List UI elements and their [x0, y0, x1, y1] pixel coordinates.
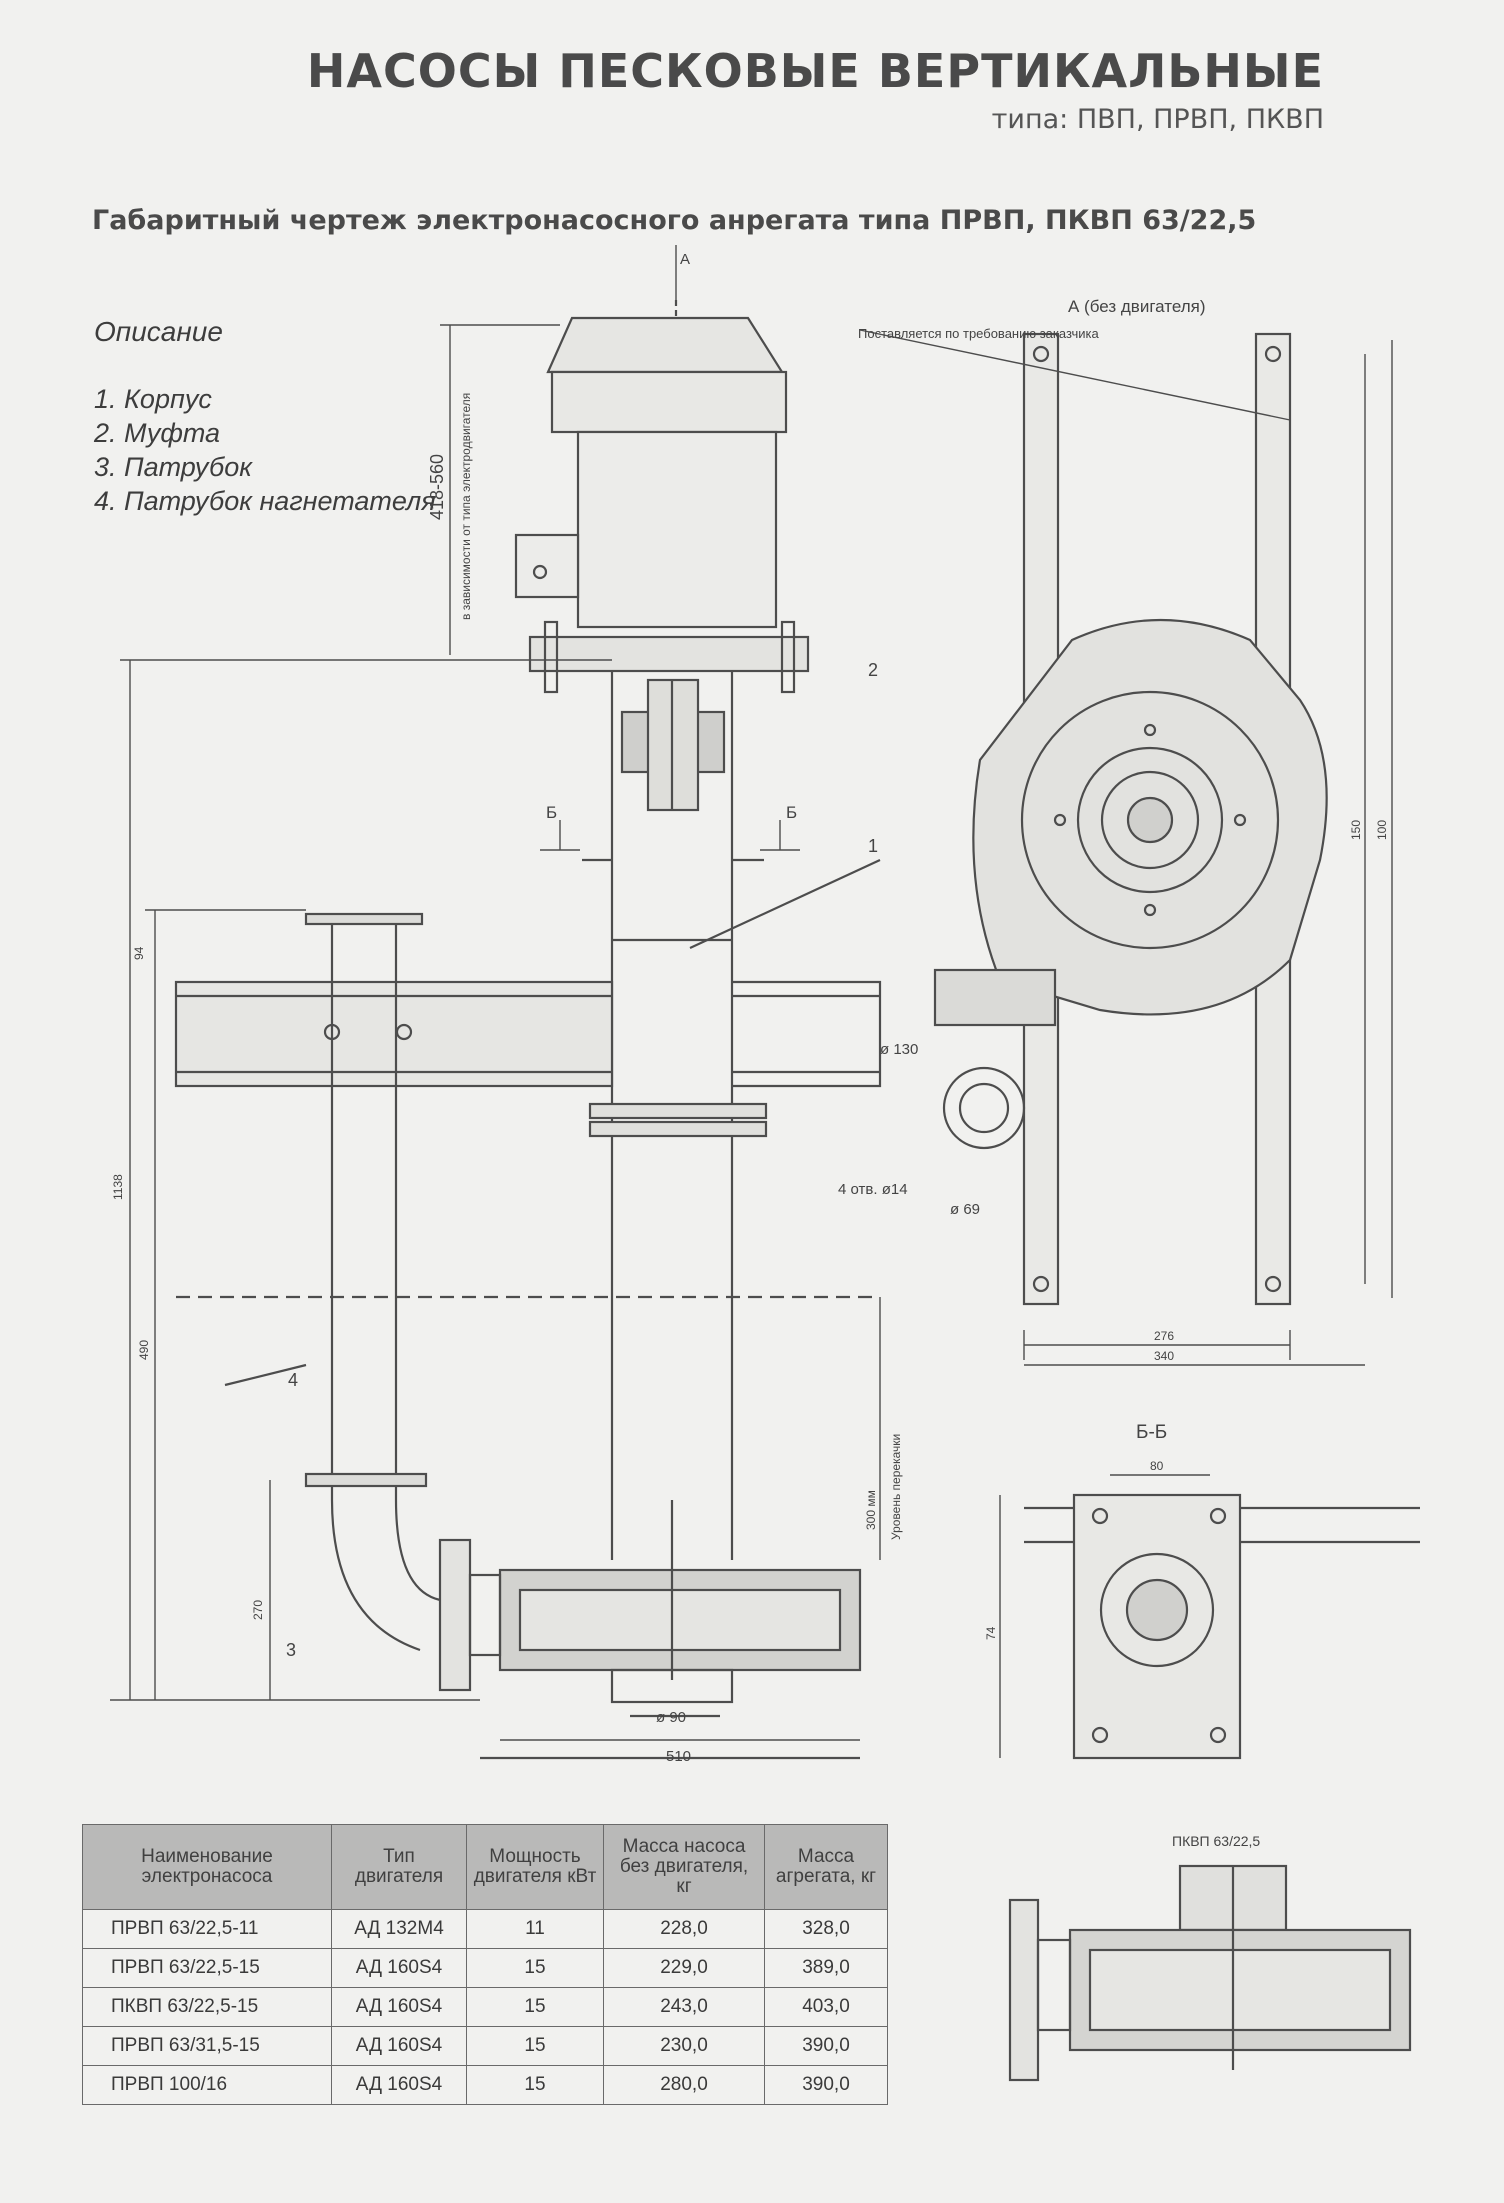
motor-flange [528, 620, 810, 694]
pump-column [588, 859, 881, 1560]
table-cell: 15 [466, 1948, 604, 1988]
table-header-row: Наименование электронасоса Тип двигателя… [82, 1824, 888, 1910]
level-note: Уровень перекачки [889, 1434, 903, 1540]
table-cell: АД 160S4 [331, 1987, 467, 2027]
drawing-labels: А А (без двигателя) Поставляется по треб… [111, 251, 1389, 1849]
table-cell: ПКВП 63/22,5-15 [82, 1987, 332, 2027]
table-row: ПРВП 100/16 АД 160S4 15 280,0 390,0 [82, 2065, 888, 2105]
page-title: НАСОСЫ ПЕСКОВЫЕ ВЕРТИКАЛЬНЫЕ [306, 44, 1324, 98]
table-cell: 15 [466, 2065, 604, 2105]
legend-item: 1. Корпус [94, 384, 212, 414]
page-header: НАСОСЫ ПЕСКОВЫЕ ВЕРТИКАЛЬНЫЕ типа: ПВП, … [307, 48, 1324, 135]
table-cell: 389,0 [764, 1948, 888, 1988]
table-cell: ПРВП 63/31,5-15 [82, 2026, 332, 2066]
dimension-80: 80 [1150, 1459, 1164, 1473]
column-header: Тип двигателя [331, 1824, 467, 1910]
dimension-150: 150 [1349, 820, 1363, 840]
dimension-dia-90: ø 90 [656, 1709, 686, 1726]
page-subtitle: типа: ПВП, ПРВП, ПКВП [991, 104, 1324, 135]
table-cell: 15 [466, 1987, 604, 2027]
table-cell: 228,0 [603, 1909, 765, 1949]
view-a [859, 329, 1393, 1366]
dimension-dia-130: ø 130 [880, 1041, 918, 1058]
table-cell: АД 160S4 [331, 2026, 467, 2066]
dimension-510: 510 [666, 1748, 691, 1765]
legend-item: 4. Патрубок нагнетателя [94, 486, 436, 516]
table-cell: ПРВП 100/16 [82, 2065, 332, 2105]
table-cell: 390,0 [764, 2026, 888, 2066]
column-header: Масса агрегата, кг [764, 1824, 888, 1910]
height-range-label: 418-560 [427, 454, 447, 520]
spec-table: Наименование электронасоса Тип двигателя… [82, 1824, 888, 2105]
table-cell: АД 160S4 [331, 1948, 467, 1988]
view-a-arrow-label: А [680, 251, 690, 268]
section-bb-title: Б-Б [1136, 1422, 1167, 1443]
table-row: ПРВП 63/31,5-15 АД 160S4 15 230,0 390,0 [82, 2026, 888, 2066]
dimension-94: 94 [132, 946, 146, 960]
pkvp-label: ПКВП 63/22,5 [1172, 1833, 1260, 1849]
callout-2: 2 [868, 660, 878, 680]
pump-casing [438, 1500, 862, 1760]
supplied-note: Поставляется по требованию заказчика [858, 326, 1100, 341]
column-header: Наименование электронасоса [82, 1824, 332, 1910]
table-cell: ПРВП 63/22,5-11 [82, 1909, 332, 1949]
discharge-pipe [224, 912, 441, 1652]
support-beam [174, 980, 882, 1088]
table-cell: АД 132М4 [331, 1909, 467, 1949]
coupling-housing [582, 671, 764, 900]
dimension-270: 270 [251, 1600, 265, 1620]
section-b-b [999, 1474, 1420, 1760]
height-note: в зависимости от типа электродвигателя [459, 393, 473, 620]
table-cell: 280,0 [603, 2065, 765, 2105]
table-row: ПРВП 63/22,5-11 АД 132М4 11 228,0 328,0 [82, 1909, 888, 1949]
view-a-title: А (без двигателя) [1068, 297, 1206, 316]
section-b-left: Б [546, 803, 557, 822]
table-cell: ПРВП 63/22,5-15 [82, 1948, 332, 1988]
callout-1: 1 [868, 836, 878, 856]
table-cell: 403,0 [764, 1987, 888, 2027]
dimension-1138: 1138 [111, 1174, 125, 1200]
legend-item: 3. Патрубок [94, 452, 252, 482]
table-cell: 390,0 [764, 2065, 888, 2105]
dimension-74: 74 [984, 1626, 998, 1640]
legend: Описание 1. Корпус 2. Муфта 3. Патрубок … [94, 316, 436, 518]
dimension-340: 340 [1154, 1349, 1174, 1363]
column-header: Масса насоса без двигателя, кг [603, 1824, 765, 1910]
pkvp-inset [1008, 1864, 1412, 2082]
motor [514, 300, 788, 629]
dimension-100: 100 [1375, 820, 1389, 840]
column-header: Мощность двигателя кВт [466, 1824, 604, 1910]
dimension-dia-69: ø 69 [950, 1201, 980, 1218]
table-cell: 230,0 [603, 2026, 765, 2066]
table-cell: АД 160S4 [331, 2065, 467, 2105]
legend-item: 2. Муфта [94, 418, 221, 448]
dimension-holes: 4 отв. ø14 [838, 1181, 908, 1198]
table-cell: 229,0 [603, 1948, 765, 1988]
table-row: ПКВП 63/22,5-15 АД 160S4 15 243,0 403,0 [82, 1987, 888, 2027]
dimension-300: 300 мм [864, 1490, 878, 1530]
callout-4: 4 [288, 1370, 298, 1390]
table-cell: 11 [466, 1909, 604, 1949]
table-cell: 243,0 [603, 1987, 765, 2027]
legend-title: Описание [94, 316, 223, 347]
table-cell: 328,0 [764, 1909, 888, 1949]
drawing-title: Габаритный чертеж электронасосного анрег… [92, 205, 1257, 236]
table-cell: 15 [466, 2026, 604, 2066]
dimension-276: 276 [1154, 1329, 1174, 1343]
dimension-490: 490 [137, 1340, 151, 1360]
table-row: ПРВП 63/22,5-15 АД 160S4 15 229,0 389,0 [82, 1948, 888, 1988]
section-b-right: Б [786, 803, 797, 822]
dimension-lines [110, 245, 881, 1741]
callout-3: 3 [286, 1640, 296, 1660]
